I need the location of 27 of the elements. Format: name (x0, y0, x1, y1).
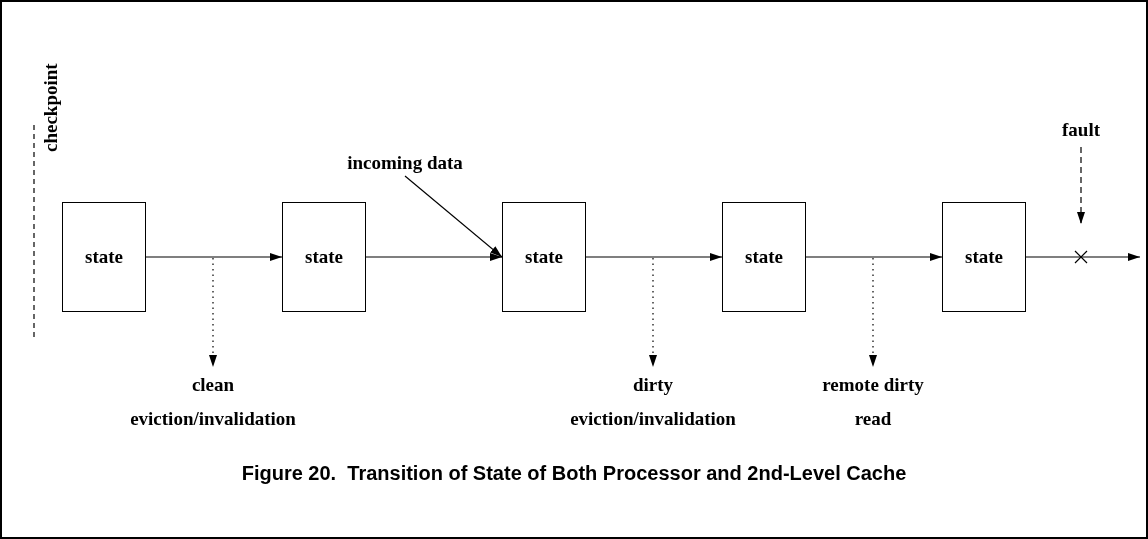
annotation-text: fault (1056, 113, 1106, 147)
arrow (1025, 253, 1141, 261)
state-label: state (85, 246, 123, 268)
checkpoint-label: checkpoint (40, 63, 62, 152)
state-label: state (965, 246, 1003, 268)
arrow (404, 175, 503, 258)
state-box (942, 202, 1026, 312)
annotation-text: dirty eviction/invalidation (553, 368, 753, 436)
state-label: state (745, 246, 783, 268)
state-label: state (305, 246, 343, 268)
arrow (365, 253, 503, 261)
state-box (722, 202, 806, 312)
state-box (282, 202, 366, 312)
arrow (1077, 146, 1085, 225)
state-box (62, 202, 146, 312)
annotation-text: clean eviction/invalidation (113, 368, 313, 436)
state-box (502, 202, 586, 312)
arrow (145, 253, 283, 261)
arrow (869, 257, 877, 368)
state-label: state (525, 246, 563, 268)
arrow (805, 253, 943, 261)
arrow (209, 257, 217, 368)
arrow (585, 253, 723, 261)
figure-caption: Figure 20. Transition of State of Both Processor and 2nd-Level Cache (240, 462, 908, 485)
arrow (649, 257, 657, 368)
annotation-text: incoming data (335, 146, 475, 180)
annotation-text: remote dirty read (815, 368, 931, 436)
